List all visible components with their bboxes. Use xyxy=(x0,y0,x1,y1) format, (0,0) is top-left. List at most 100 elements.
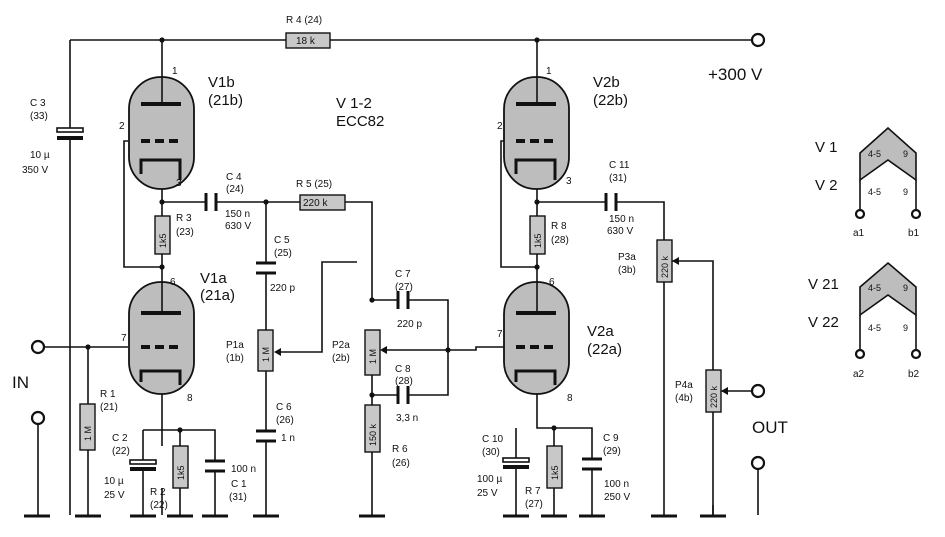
r6-value: 150 k xyxy=(368,423,378,446)
p4a-value: 220 k xyxy=(709,385,719,408)
r6-label: R 6 xyxy=(392,444,408,455)
c5-num: (25) xyxy=(274,248,292,259)
tube-v2b xyxy=(503,76,570,190)
c2-num: (22) xyxy=(112,446,130,457)
r8-body xyxy=(529,215,546,255)
c5-label: C 5 xyxy=(274,235,290,246)
input-terminal[interactable] xyxy=(30,339,46,355)
heater-bottom-out-a: a2 xyxy=(853,369,865,380)
c6-label: C 6 xyxy=(276,402,292,413)
heater-bottom-pin-a: 4-5 xyxy=(868,283,881,293)
v1a-pin-7: 7 xyxy=(121,333,127,344)
r6-num: (26) xyxy=(392,458,410,469)
p3a-label: P3a xyxy=(618,252,636,263)
p4a-label: P4a xyxy=(675,380,693,391)
p2a-body xyxy=(364,329,381,376)
r5-label: R 5 (25) xyxy=(296,179,332,190)
tube-v2a xyxy=(503,281,570,395)
supply-terminal[interactable] xyxy=(750,32,766,48)
supply-label: +300 V xyxy=(708,65,763,84)
r1-label: R 1 xyxy=(100,389,116,400)
heater-diagram-bottom xyxy=(854,261,922,360)
p3a-value: 220 k xyxy=(660,255,670,278)
labels: V1b (21b) V 1-2 ECC82 V1a (21a) V2b (22b… xyxy=(12,15,920,511)
c9-num: (29) xyxy=(603,446,621,457)
input-ground-terminal[interactable] xyxy=(30,410,46,426)
p4a-num: (4b) xyxy=(675,393,693,404)
p1a-body xyxy=(257,329,274,372)
r5-body xyxy=(299,194,346,211)
v2a-pin-7: 7 xyxy=(497,329,503,340)
r4-value: 18 k xyxy=(296,36,316,47)
c2-value: 10 µ xyxy=(104,476,124,487)
heater-diagram-top xyxy=(854,126,922,220)
heater-top-label-1: V 1 xyxy=(815,139,838,156)
c4-voltage: 630 V xyxy=(225,221,251,232)
c9-value: 100 n xyxy=(604,479,629,490)
r4-body xyxy=(285,32,331,49)
v1a-pin-8: 8 xyxy=(187,393,193,404)
v2b-pin-3: 3 xyxy=(566,176,572,187)
heater-top-out-b: b1 xyxy=(908,228,920,239)
pot-wiper-arrows xyxy=(274,257,728,395)
v1b-pin-3: 3 xyxy=(176,178,182,189)
r3-label: R 3 xyxy=(176,213,192,224)
r5-value: 220 k xyxy=(303,198,328,209)
c3-label: C 3 xyxy=(30,98,46,109)
c8-num: (28) xyxy=(395,376,413,387)
c10-num: (30) xyxy=(482,447,500,458)
v1a-pin-6: 6 xyxy=(170,277,176,288)
c10-voltage: 25 V xyxy=(477,488,498,499)
r7-num: (27) xyxy=(525,499,543,510)
r2-body xyxy=(172,445,189,489)
v1b-pin-2: 2 xyxy=(119,121,125,132)
output-label: OUT xyxy=(752,418,788,437)
r7-label: R 7 xyxy=(525,486,541,497)
r2-label: R 2 xyxy=(150,487,166,498)
r3-num: (23) xyxy=(176,227,194,238)
v2b-pin: (22b) xyxy=(593,92,628,109)
v2a-pin-8: 8 xyxy=(567,393,573,404)
output-terminal[interactable] xyxy=(750,383,766,399)
heater-top-pin-a2: 4-5 xyxy=(868,187,881,197)
c8-label: C 8 xyxy=(395,364,411,375)
heater-bottom-out-b: b2 xyxy=(908,369,920,380)
c10-value: 100 µ xyxy=(477,474,502,485)
tube-type-line2: ECC82 xyxy=(336,113,384,130)
tube-type-line1: V 1-2 xyxy=(336,95,372,112)
v1b-pin-1: 1 xyxy=(172,66,178,77)
c9-label: C 9 xyxy=(603,433,619,444)
r7-body xyxy=(546,445,563,489)
v1a-name: V1a xyxy=(200,270,227,287)
v2a-pin-6: 6 xyxy=(549,277,555,288)
v2b-pin-2: 2 xyxy=(497,121,503,132)
heater-top-label-2: V 2 xyxy=(815,177,838,194)
v1b-pin: (21b) xyxy=(208,92,243,109)
heater-bottom-pin-a2: 4-5 xyxy=(868,323,881,333)
p2a-label: P2a xyxy=(332,340,350,351)
c8-value: 3,3 n xyxy=(396,413,418,424)
c1-num: (31) xyxy=(229,492,247,503)
c7-label: C 7 xyxy=(395,269,411,280)
r1-body xyxy=(79,403,96,451)
heater-bottom-pin-b2: 9 xyxy=(903,323,908,333)
c7-num: (27) xyxy=(395,282,413,293)
c11-voltage: 630 V xyxy=(607,226,633,237)
c3-num: (33) xyxy=(30,111,48,122)
r8-value: 1k5 xyxy=(533,233,543,248)
heater-top-pin-b: 9 xyxy=(903,149,908,159)
junction-dots xyxy=(85,37,557,433)
input-label: IN xyxy=(12,373,29,392)
r2-value: 1k5 xyxy=(176,465,186,480)
output-ground-terminal[interactable] xyxy=(750,455,766,471)
c11-label: C 11 xyxy=(609,160,630,171)
c3-value: 10 µ xyxy=(30,150,50,161)
r1-value: 1 M xyxy=(83,426,93,441)
c5-value: 220 p xyxy=(270,283,295,294)
resistor-bodies xyxy=(79,32,722,489)
c11-num: (31) xyxy=(609,173,627,184)
tube-v1a xyxy=(128,281,195,395)
heater-top-pin-b2: 9 xyxy=(903,187,908,197)
c4-label: C 4 xyxy=(226,172,242,183)
